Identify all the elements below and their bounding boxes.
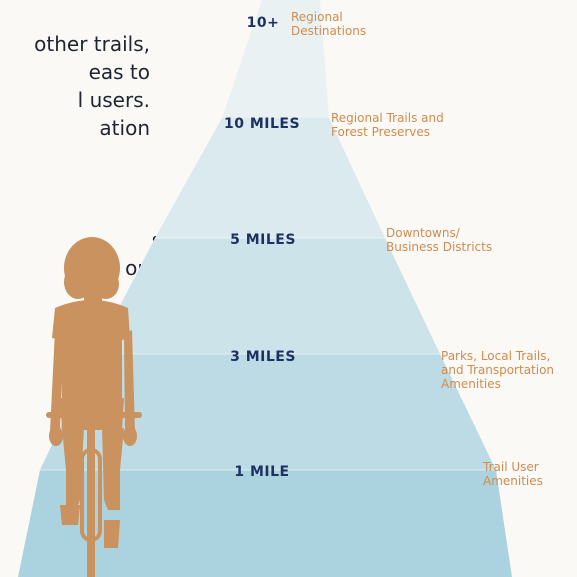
tier-band-5-miles [95,238,440,354]
tier-band-1-mile [18,470,512,577]
tier-label-10-plus: 10+ [246,15,280,31]
intro-paragraph: other trails, eas to l users. ation s on [0,30,162,282]
intro-line: other trails, [34,32,150,56]
tier-band-10-miles [155,118,385,238]
destination-label-downtowns: Downtowns/Business Districts [386,226,493,254]
tier-label-5-miles: 5 MILES [230,232,296,248]
tier-band-regional [222,0,329,118]
tier-label-1-mile: 1 MILE [234,464,290,480]
intro-line: ation [99,116,150,140]
intro-line: eas to [88,60,150,84]
tier-label-10-miles: 10 MILES [223,116,301,132]
tier-label-3-miles: 3 MILES [230,349,296,365]
cyclist-silhouette-icon [46,237,142,577]
tier-band-3-miles [40,354,496,470]
intro-line: l users. [77,88,150,112]
